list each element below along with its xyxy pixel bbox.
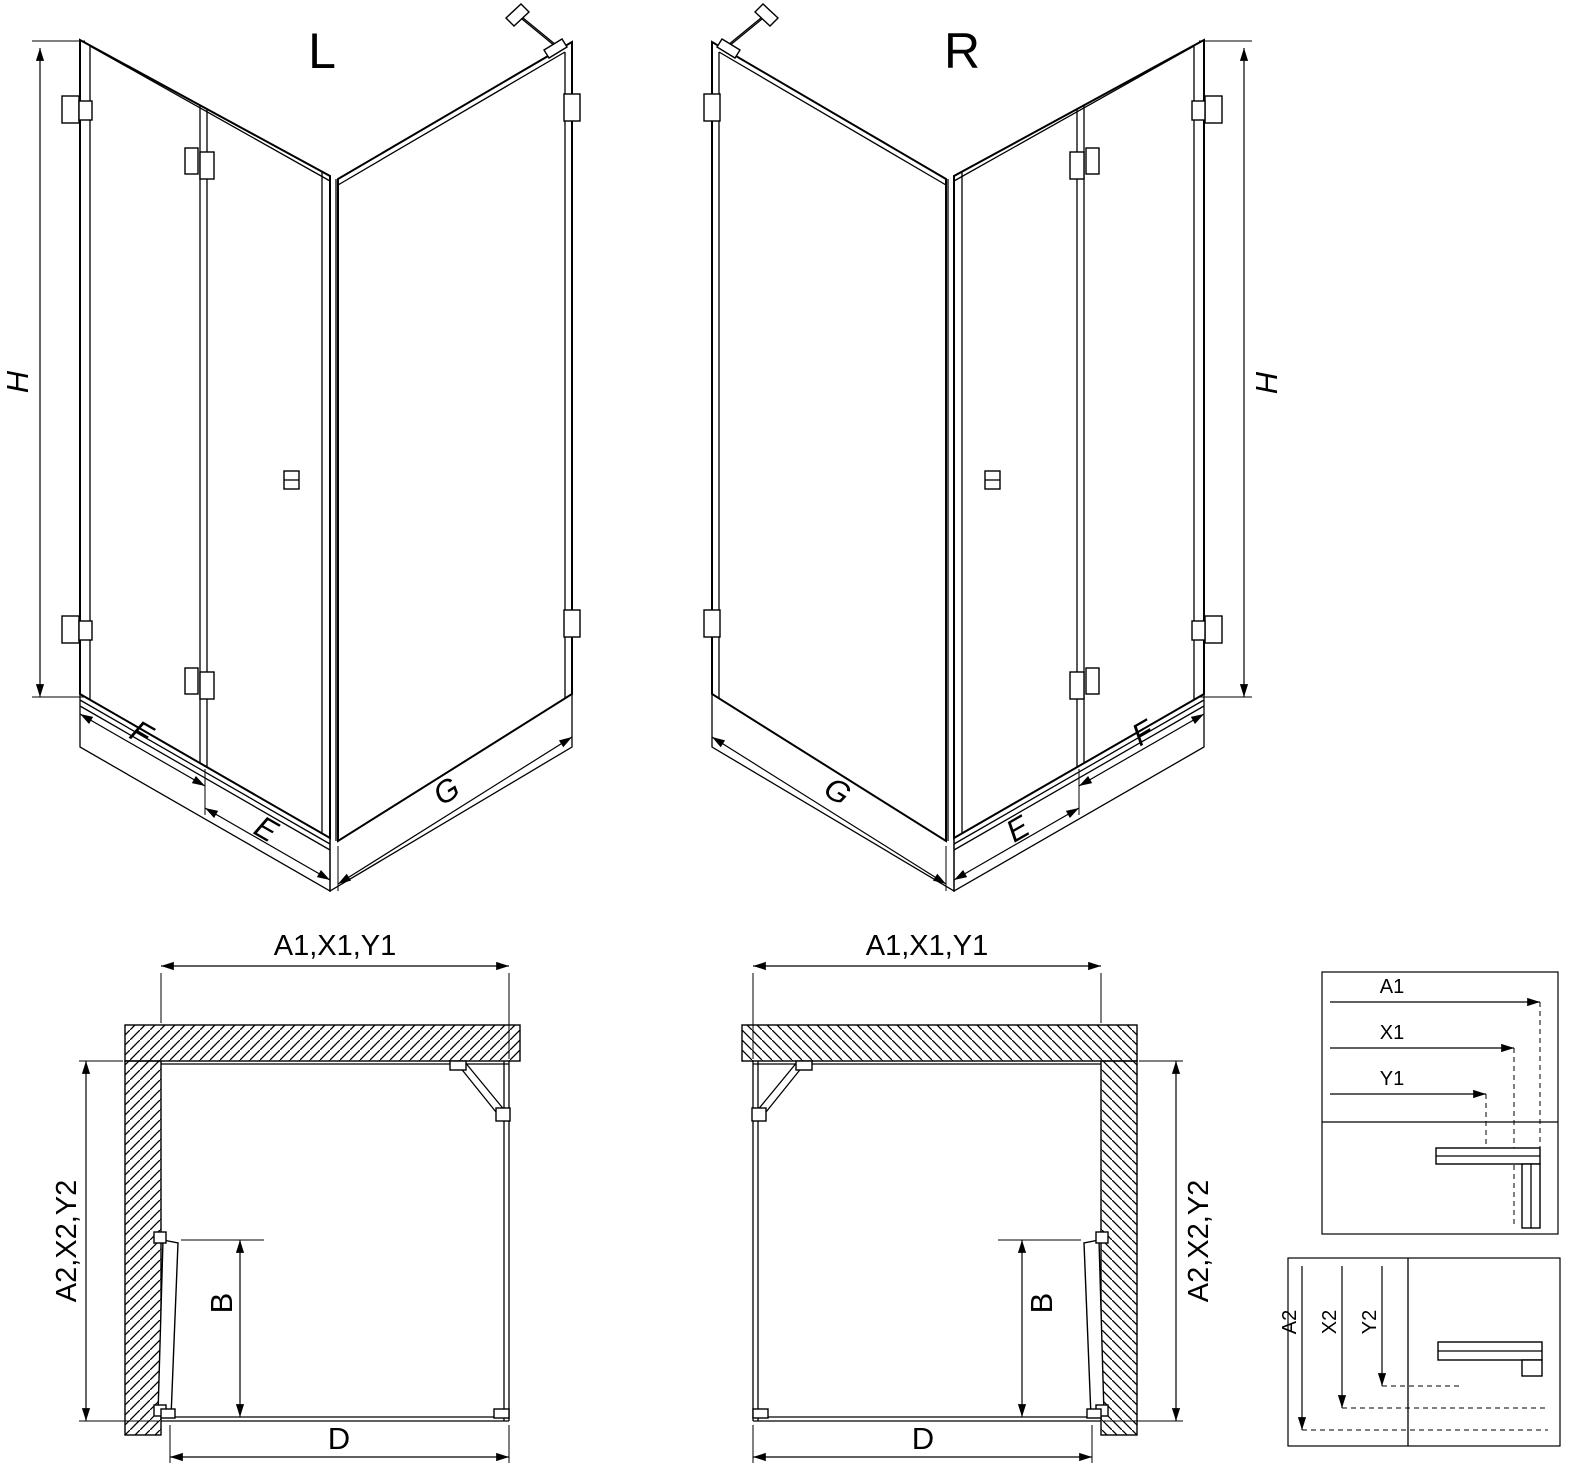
left-plan-view: A1,X1,Y1 A2,X2,Y2 B D xyxy=(51,930,520,1463)
detail-a2-label: A2 xyxy=(1279,1310,1301,1334)
height-dim-label-left: H xyxy=(0,370,35,393)
detail-a1-label: A1 xyxy=(1380,976,1404,998)
plan-left-depth-dim-label: A2,X2,Y2 xyxy=(51,1180,83,1303)
side-panel-dim-label-left: G xyxy=(427,770,466,812)
detail-x1-label: X1 xyxy=(1380,1022,1404,1044)
detail-horizontal-dims: A1 X1 Y1 xyxy=(1321,971,1559,1235)
plan-left-door-width-dim-label: B xyxy=(204,1293,239,1314)
detail-y2-label: Y2 xyxy=(1359,1310,1381,1334)
detail-vertical-dims: A2 X2 Y2 xyxy=(1279,1257,1561,1447)
fixed-panel-dim-label-right: F xyxy=(1126,712,1162,753)
variant-label-left: L xyxy=(308,23,336,79)
fixed-panel-dim-label-left: F xyxy=(124,713,160,754)
left-3d-geometry xyxy=(32,4,580,891)
plan-left-width-dim-label: A1,X1,Y1 xyxy=(274,930,397,962)
right-3d-view: R H F E G xyxy=(704,4,1284,891)
left-plan-geometry xyxy=(79,966,520,1463)
plan-right-width-dim-label: A1,X1,Y1 xyxy=(866,930,989,962)
variant-label-right: R xyxy=(944,23,980,79)
plan-right-door-width-dim-label: B xyxy=(1024,1293,1059,1314)
detail-x2-label: X2 xyxy=(1319,1310,1341,1334)
right-3d-geometry xyxy=(704,4,1252,891)
left-3d-view: L H F E G xyxy=(0,4,580,891)
height-dim-label-right: H xyxy=(1249,371,1284,394)
right-plan-view: A1,X1,Y1 A2,X2,Y2 B D xyxy=(742,930,1215,1463)
plan-left-entry-width-dim-label: D xyxy=(328,1421,350,1456)
detail-y1-label: Y1 xyxy=(1380,1068,1404,1090)
right-plan-geometry xyxy=(742,966,1183,1463)
plan-right-depth-dim-label: A2,X2,Y2 xyxy=(1183,1180,1215,1303)
side-panel-dim-label-right: G xyxy=(818,770,857,812)
plan-right-entry-width-dim-label: D xyxy=(912,1421,934,1456)
